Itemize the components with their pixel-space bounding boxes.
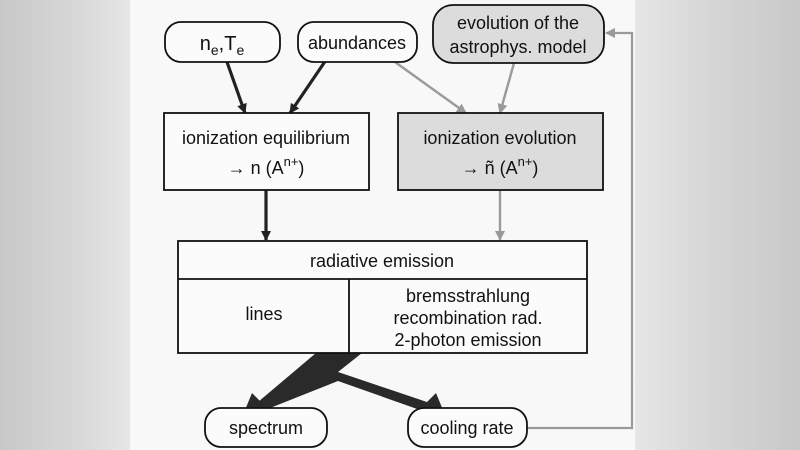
arrowhead-to-spectrum <box>245 393 267 410</box>
arrowhead-to-cooling-rate <box>421 393 443 410</box>
node-ne-te: ne,Te <box>164 21 281 63</box>
continuum-2-photon: 2-photon emission <box>394 330 541 350</box>
split-arrow-body <box>258 353 427 410</box>
ion-eq-sup: n+ <box>284 154 299 169</box>
svg-text:→ ñ (An+): → ñ (An+) <box>462 154 539 178</box>
right-blur-margin <box>635 0 800 450</box>
node-astrophys-model: evolution of the astrophys. model <box>432 4 605 64</box>
node-spectrum: spectrum <box>204 407 328 448</box>
svg-text:→ n (An+): → n (An+) <box>228 154 305 178</box>
arrow-abundances-to-ion-ev <box>394 61 467 114</box>
continuum-recombination: recombination rad. <box>393 308 542 328</box>
feedback-loop-cooling-to-model <box>527 28 634 430</box>
diagram-background <box>130 0 635 450</box>
abundances-label: abundances <box>308 33 406 53</box>
arrow-model-to-ion-ev <box>497 62 516 114</box>
spectrum-label: spectrum <box>229 418 303 438</box>
node-radiative-emission: radiative emission lines bremsstrahlung … <box>177 240 588 354</box>
ion-eq-line2: → n (A <box>228 158 284 178</box>
arrow-abundances-to-ion-eq <box>288 59 328 114</box>
continuum-bremsstrahlung: bremsstrahlung <box>406 286 530 306</box>
connectors <box>225 28 634 430</box>
ne-te-t-sub: e <box>236 42 244 58</box>
left-blur-margin <box>0 0 130 450</box>
ion-ev-suffix: ) <box>532 158 538 178</box>
model-line1: evolution of the <box>457 13 579 33</box>
ion-eq-suffix: ) <box>298 158 304 178</box>
radiative-lines: lines <box>245 304 282 324</box>
cooling-rate-label: cooling rate <box>420 418 513 438</box>
ion-eq-line1: ionization equilibrium <box>182 128 350 148</box>
ion-ev-sup: n+ <box>518 154 533 169</box>
node-cooling-rate: cooling rate <box>407 407 528 448</box>
node-abundances: abundances <box>297 21 418 63</box>
ne-te-n-sub: e <box>211 42 219 58</box>
node-ionization-equilibrium: ionization equilibrium → n (An+) <box>163 112 370 191</box>
arrow-ne-te-to-ion-eq <box>225 61 247 114</box>
model-line2: astrophys. model <box>449 37 586 57</box>
ion-ev-line2: → ñ (A <box>462 158 518 178</box>
ion-ev-line1: ionization evolution <box>423 128 576 148</box>
radiative-title: radiative emission <box>310 251 454 271</box>
ne-te-sep: ,T <box>219 33 237 55</box>
ne-te-n: n <box>200 33 211 55</box>
svg-text:ne,Te: ne,Te <box>200 33 245 58</box>
node-ionization-evolution: ionization evolution → ñ (An+) <box>397 112 604 191</box>
